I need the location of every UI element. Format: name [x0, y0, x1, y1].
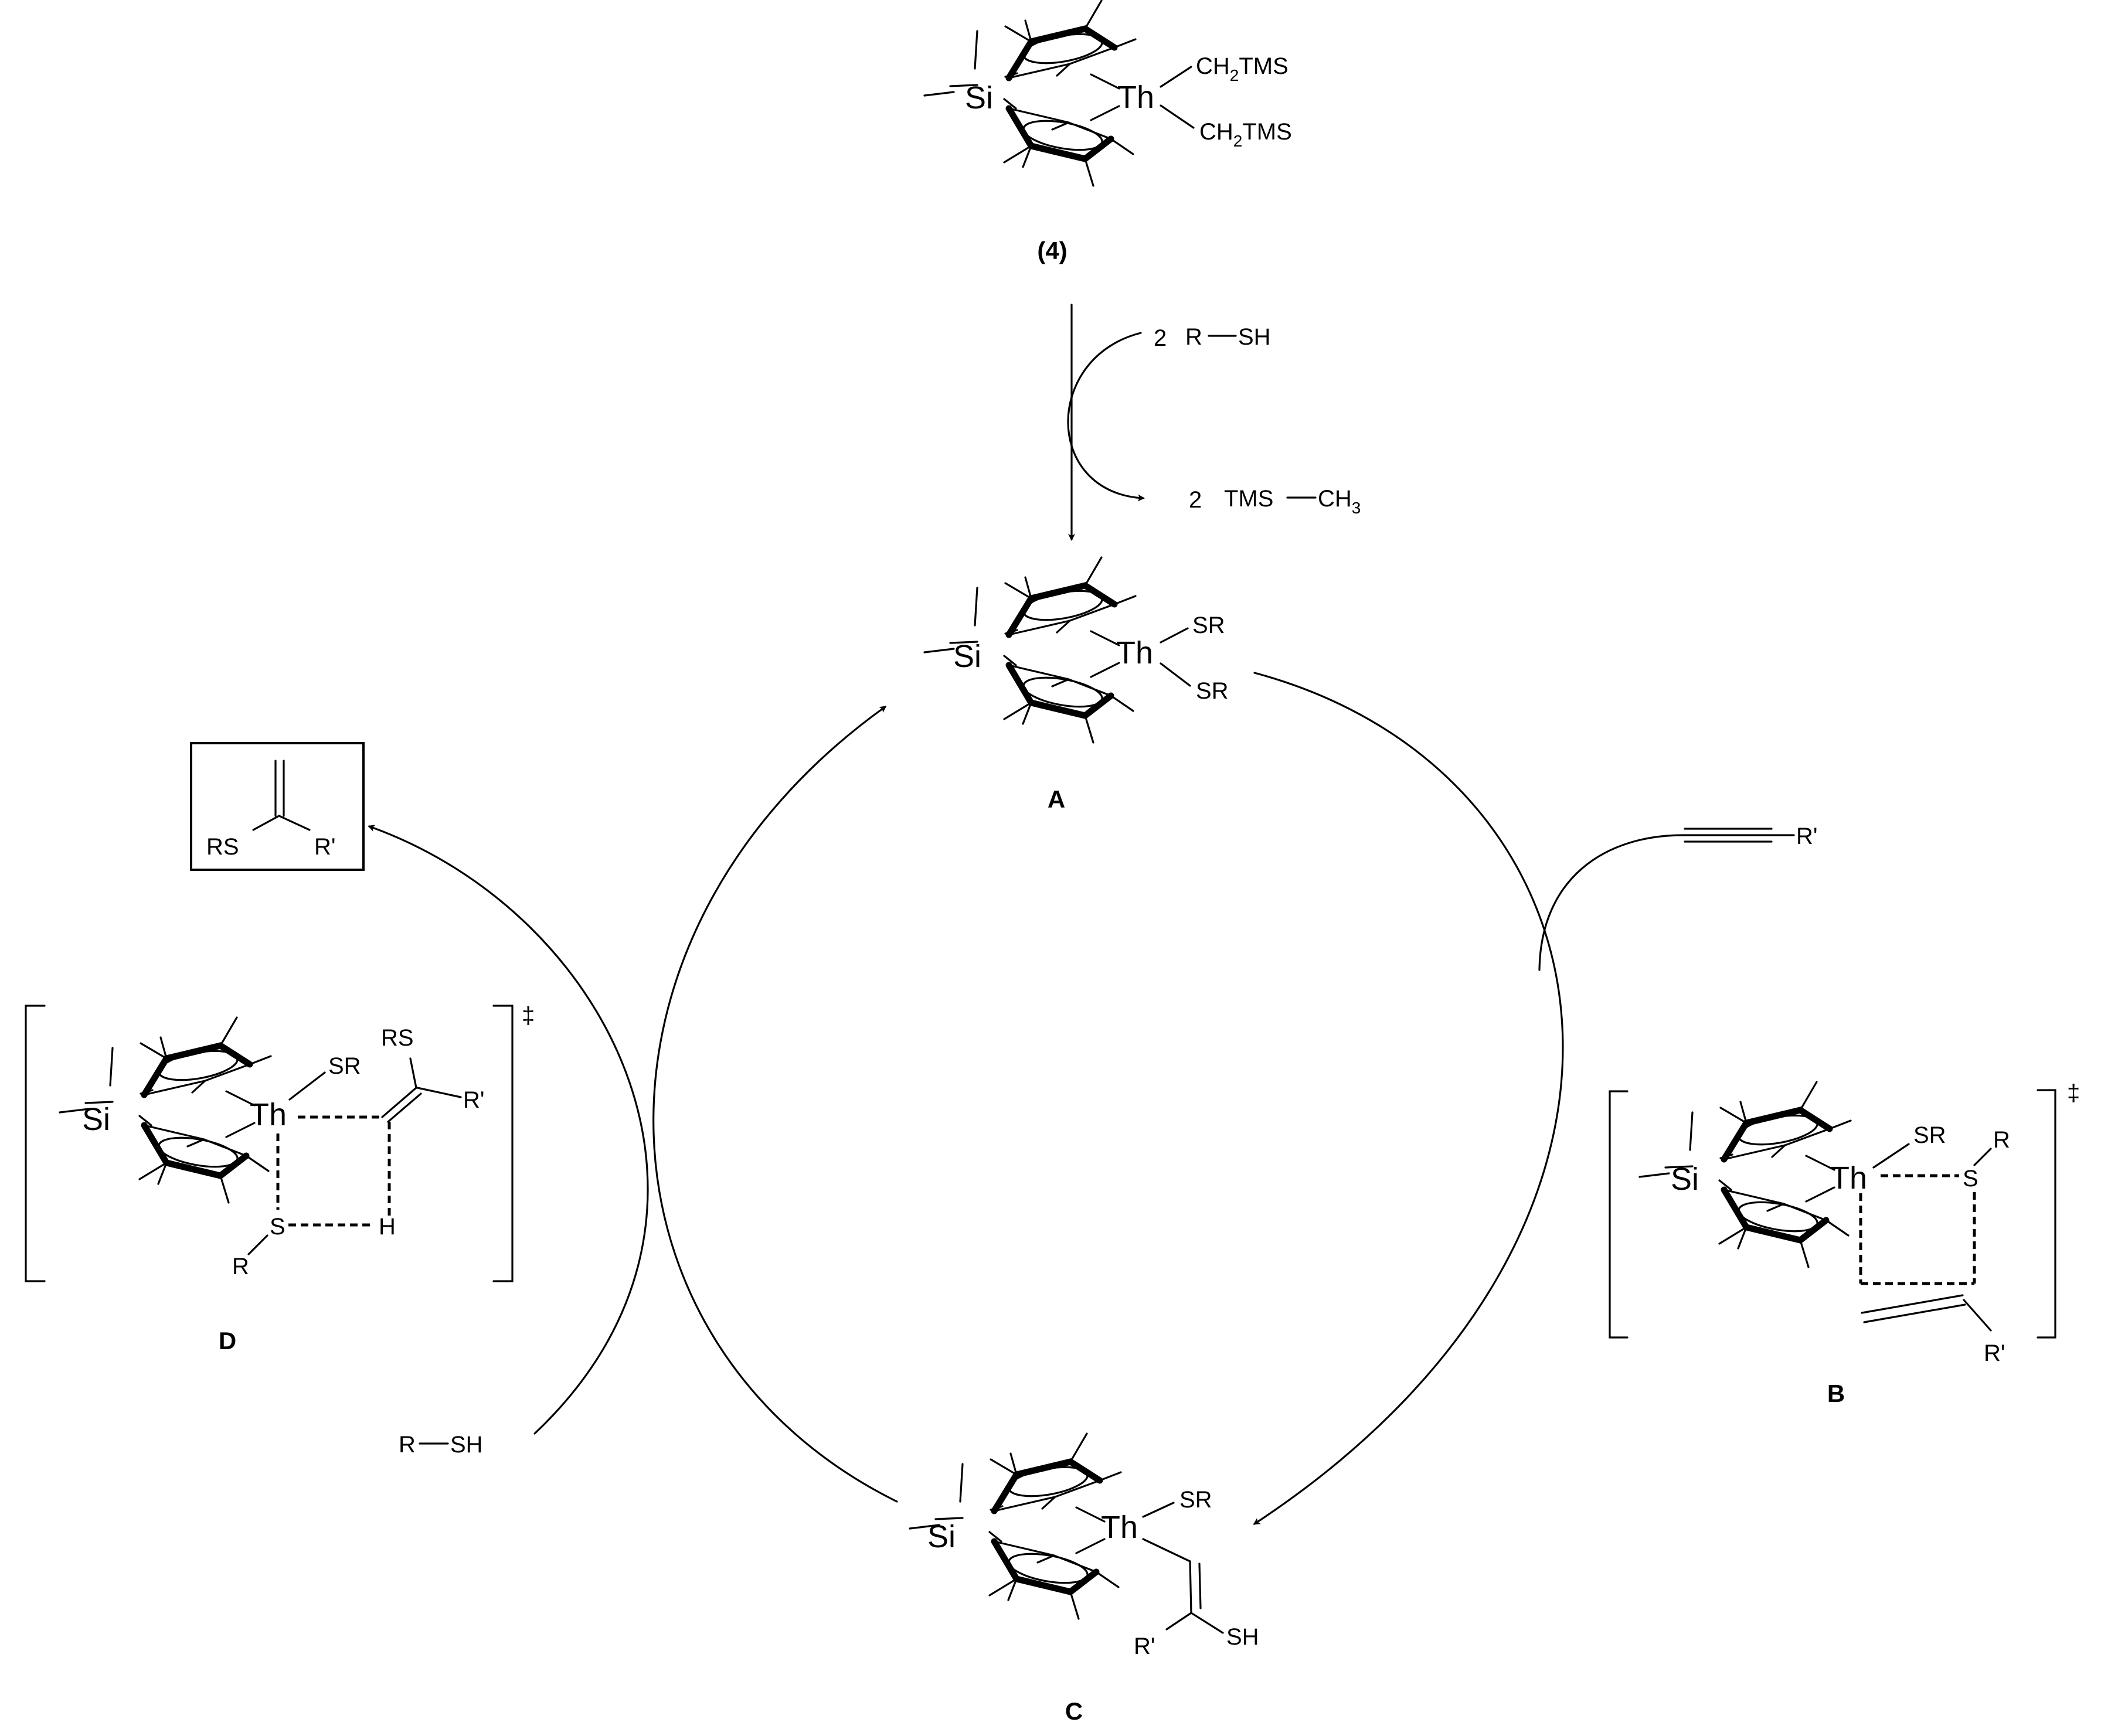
reagent-r: R: [1185, 324, 1202, 350]
svg-text:H: H: [379, 1214, 396, 1240]
label-b: B: [1827, 1380, 1845, 1407]
svg-text:Si: Si: [82, 1102, 110, 1137]
label-a: A: [1048, 785, 1065, 813]
svg-text:S: S: [1963, 1166, 1978, 1192]
a-sr-top: SR: [1192, 612, 1225, 638]
product-rs: RS: [206, 834, 239, 860]
label-d: D: [219, 1327, 236, 1354]
product-r-prime: R': [314, 834, 336, 860]
thiol-reagent: R SH: [399, 1432, 483, 1458]
svg-text:SH: SH: [1226, 1624, 1259, 1650]
svg-text:Si: Si: [927, 1519, 956, 1554]
svg-text:Th: Th: [1830, 1160, 1867, 1196]
byproduct-tms: TMS: [1224, 486, 1273, 512]
byproduct-ch: CH: [1318, 486, 1352, 512]
product-vinyl-sulfide: RS R': [190, 742, 365, 871]
reagent-coef: 2: [1154, 325, 1167, 351]
svg-text:Si: Si: [953, 639, 981, 674]
svg-text:Si: Si: [1671, 1162, 1699, 1197]
svg-text:CH3: CH3: [1318, 486, 1361, 517]
transition-state-d: ‡ Si Th SR RS R' S H R D: [25, 1003, 535, 1354]
svg-text:Th: Th: [1101, 1510, 1138, 1545]
intermediate-c: Si Th SR R' SH C: [910, 1434, 1259, 1725]
activation-arrow: 2 R SH 2 TMS CH3: [1067, 304, 1361, 541]
svg-text:R': R': [1796, 823, 1818, 849]
svg-text:SR: SR: [328, 1053, 361, 1079]
svg-text:R': R': [463, 1087, 485, 1113]
si-label: Si: [965, 80, 993, 115]
svg-text:CH2TMS: CH2TMS: [1199, 119, 1292, 150]
precatalyst-4: Si Th CH2TMS CH2TMS (4): [924, 1, 1292, 264]
transition-state-b: ‡ Si Th SR S R R' B: [1609, 1080, 2080, 1407]
cycle-arcs: [368, 672, 1686, 1525]
svg-text:CH2TMS: CH2TMS: [1196, 53, 1289, 84]
svg-text:SH: SH: [450, 1432, 483, 1458]
intermediate-a: Si Th SR SR A: [924, 557, 1229, 813]
precatalyst-label: (4): [1037, 237, 1067, 264]
label-c: C: [1065, 1697, 1083, 1725]
svg-text:S: S: [270, 1214, 285, 1240]
svg-text:SR: SR: [1913, 1122, 1946, 1148]
svg-text:R: R: [232, 1254, 249, 1279]
svg-text:R: R: [399, 1432, 416, 1458]
b-dagger: ‡: [2067, 1080, 2080, 1106]
svg-text:R': R': [1984, 1340, 2005, 1366]
a-sr-bottom: SR: [1196, 678, 1229, 704]
reagent-sh: SH: [1238, 324, 1271, 350]
svg-text:SR: SR: [1179, 1487, 1212, 1513]
svg-text:Th: Th: [250, 1097, 287, 1132]
svg-text:Th: Th: [1116, 635, 1153, 670]
svg-text:R: R: [1993, 1127, 2010, 1153]
d-dagger: ‡: [522, 1003, 535, 1029]
alkyne-reagent: R': [1684, 823, 1818, 849]
svg-text:R': R': [1134, 1633, 1155, 1659]
byproduct-coef: 2: [1189, 487, 1202, 513]
th-label: Th: [1117, 80, 1154, 115]
svg-text:RS: RS: [381, 1025, 414, 1051]
